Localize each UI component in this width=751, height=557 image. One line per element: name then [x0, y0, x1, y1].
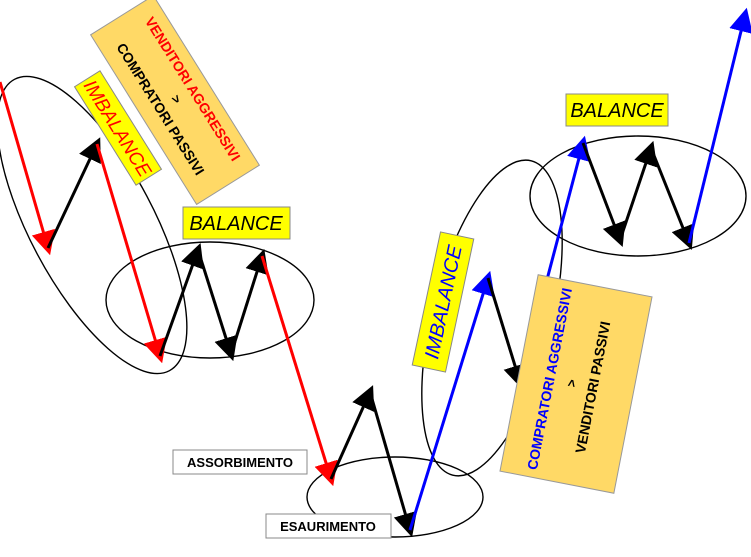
buyer-arrow-1 [408, 270, 495, 531]
swing-arrow-down-1 [196, 249, 238, 362]
swing-arrow-down-2 [368, 391, 417, 538]
absorption-label-text: ASSORBIMENTO [187, 455, 293, 470]
swing-arrow-up-5 [618, 140, 658, 241]
seller-arrow-2 [95, 143, 167, 364]
gt-symbol-right: > [563, 378, 579, 389]
seller-arrow-1 [0, 81, 55, 256]
absorption-label: ASSORBIMENTO [172, 449, 308, 475]
swing-arrow-up-1 [46, 137, 101, 249]
swing-arrow-up-2 [158, 242, 204, 357]
swing-arrow-down-5 [649, 147, 695, 250]
swing-arrow-down-4 [581, 142, 626, 248]
exhaustion-label: ESAURIMENTO [265, 513, 392, 539]
buyers-vs-sellers-note: COMPRATORI AGGRESSIVI > VENDITORI PASSIV… [499, 274, 653, 494]
balance-label-right-text: BALANCE [570, 100, 664, 122]
swing-arrow-up-3 [229, 248, 269, 355]
balance-label-left-text: BALANCE [189, 213, 283, 235]
balance-label-right: BALANCE [565, 93, 669, 127]
swing-arrow-down-3 [486, 277, 527, 390]
seller-arrow-3 [260, 255, 338, 487]
exhaustion-label-text: ESAURIMENTO [280, 519, 376, 534]
swing-arrow-up-4 [329, 385, 375, 480]
buyer-arrow-3 [687, 7, 751, 244]
balance-zone-left [105, 241, 315, 359]
balance-zone-right [529, 135, 747, 257]
balance-label-left: BALANCE [182, 206, 291, 240]
